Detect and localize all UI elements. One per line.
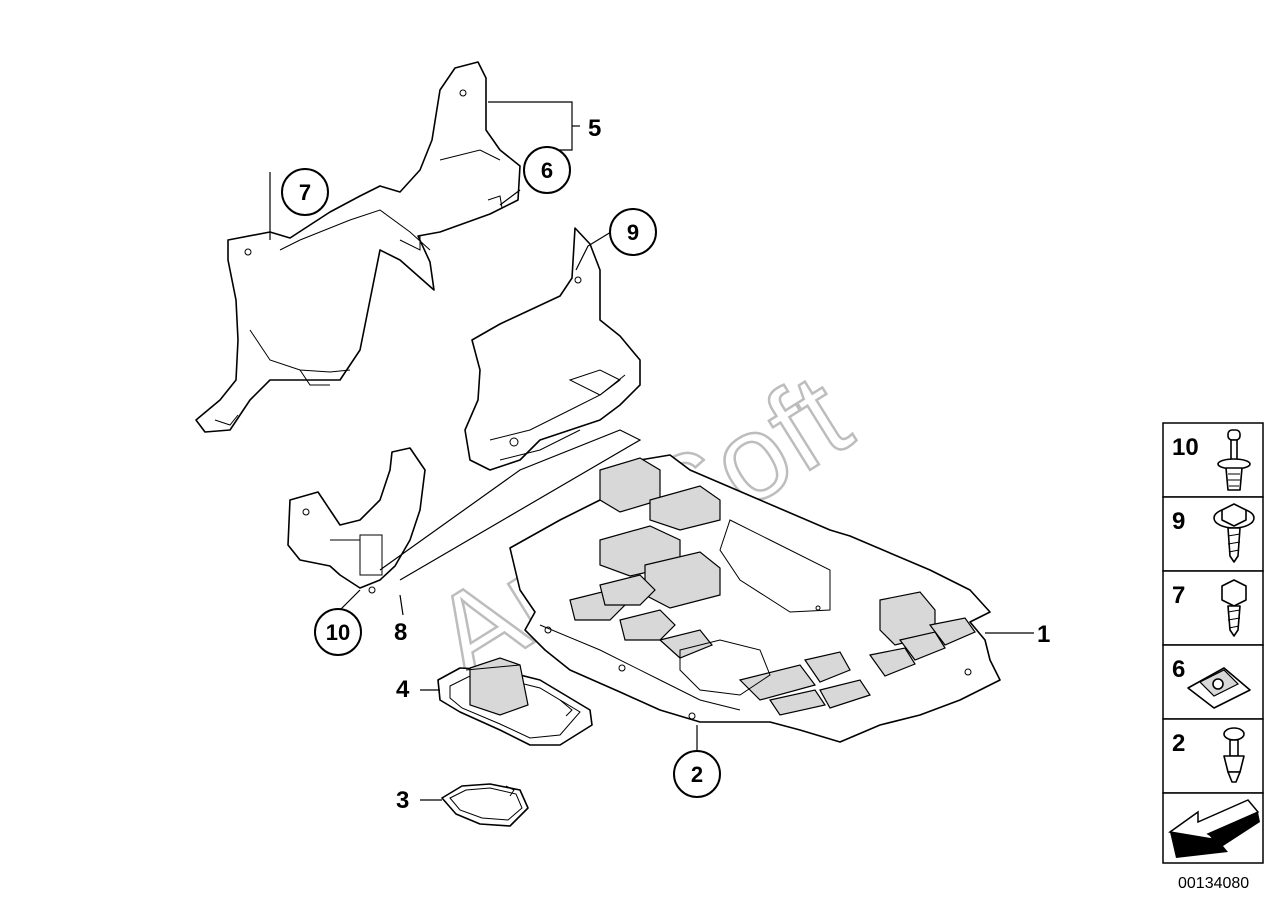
callout-circle-2 xyxy=(673,750,721,798)
callout-4: 4 xyxy=(396,676,410,703)
part-upper-shield xyxy=(195,61,521,433)
legend-label-7: 7 xyxy=(1172,582,1185,609)
legend-label-10: 10 xyxy=(1172,434,1199,461)
part-seal-3 xyxy=(441,783,529,827)
fastener-legend: 10 9 7 6 2 xyxy=(1162,422,1264,864)
callout-7: 7 xyxy=(299,180,311,205)
callout-2: 2 xyxy=(691,762,703,787)
callout-circle-7 xyxy=(281,168,329,216)
part-bracket-8 xyxy=(287,429,642,594)
clip-nut-icon xyxy=(1187,667,1251,709)
callout-9: 9 xyxy=(627,220,639,245)
callout-circle-10 xyxy=(314,608,362,656)
part-duct-9 xyxy=(464,227,641,471)
legend-label-9: 9 xyxy=(1172,508,1185,535)
push-rivet-icon xyxy=(1223,727,1245,783)
callout-10: 10 xyxy=(326,620,350,645)
legend-cell-7 xyxy=(1162,570,1264,646)
hex-flange-screw-icon xyxy=(1213,503,1255,563)
legend-label-2: 2 xyxy=(1172,730,1185,757)
part-underbody-panel xyxy=(509,454,1001,743)
part-cover-4 xyxy=(437,657,593,746)
callout-circle-9 xyxy=(609,208,657,256)
document-id: 00134080 xyxy=(1178,875,1249,892)
callouts: 5 6 7 9 1 2 4 3 8 10 xyxy=(281,115,1050,814)
callout-3: 3 xyxy=(396,787,409,814)
callout-6: 6 xyxy=(541,158,553,183)
callout-1: 1 xyxy=(1037,621,1050,648)
push-pin-icon xyxy=(1217,429,1251,491)
direction-arrow-icon xyxy=(1168,799,1260,858)
legend-label-6: 6 xyxy=(1172,656,1185,683)
callout-circle-6 xyxy=(523,146,571,194)
legend-cell-2 xyxy=(1162,718,1264,794)
hex-bolt-icon xyxy=(1221,579,1247,637)
callout-8: 8 xyxy=(394,619,407,646)
callout-5: 5 xyxy=(588,115,601,142)
